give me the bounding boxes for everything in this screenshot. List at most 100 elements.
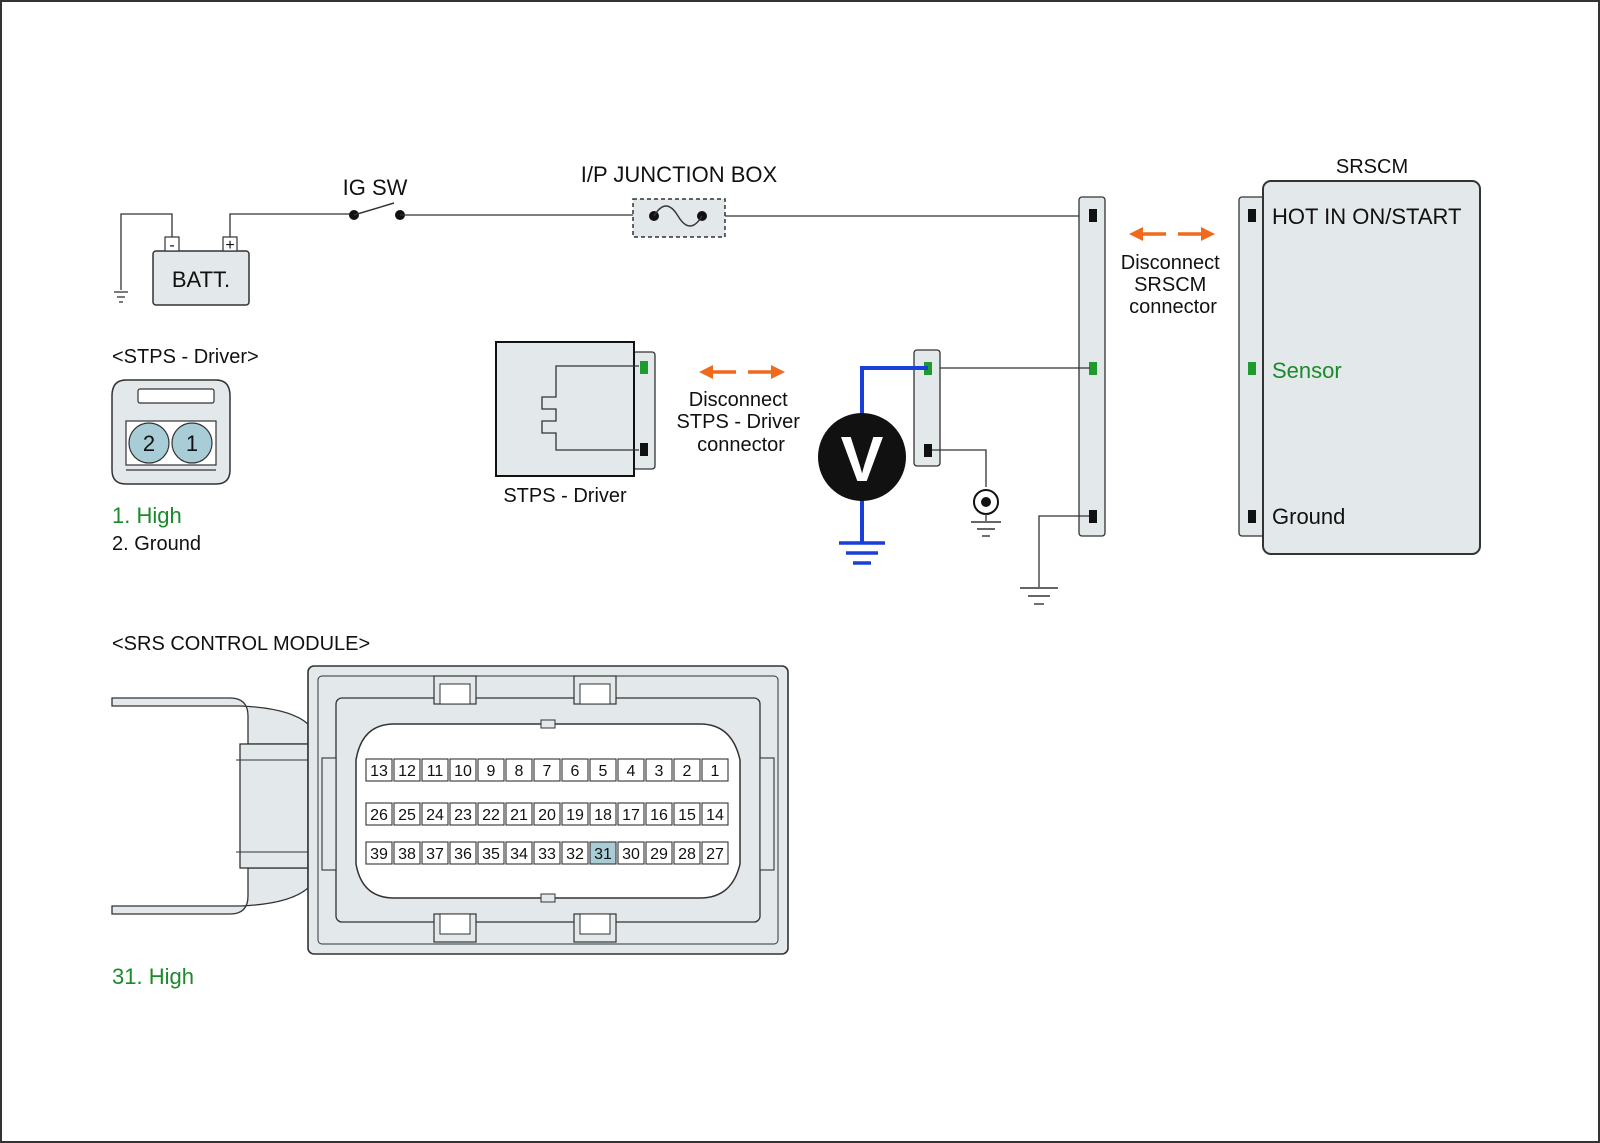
- srs-pin-33: [533, 841, 561, 865]
- disconnect-stps-line-2: STPS - Driver: [677, 411, 801, 433]
- srs-pin-25-label: 25: [398, 807, 416, 824]
- srs-pin-39: [365, 841, 393, 865]
- srs-pin-10-label: 10: [454, 763, 472, 780]
- srs-pin-10: [449, 758, 477, 782]
- srs-pin-15-label: 15: [678, 807, 696, 824]
- srs-pin-28-label: 28: [678, 846, 696, 863]
- srs-pin-7-label: 7: [543, 763, 552, 780]
- battery-positive-wire: [229, 213, 354, 237]
- srs-pin-9-label: 9: [487, 763, 496, 780]
- srs-pin-12: [393, 758, 421, 782]
- srs-pin-26-label: 26: [370, 807, 388, 824]
- stps-driver-label: STPS - Driver: [503, 485, 627, 507]
- srs-pin-29-label: 29: [650, 846, 668, 863]
- srs-module-title: <SRS CONTROL MODULE>: [112, 633, 370, 655]
- srs-pin-9: [477, 758, 505, 782]
- battery-ground-wire: [120, 213, 173, 290]
- srs-pin-2: [673, 758, 701, 782]
- srs-pin-18: [589, 802, 617, 826]
- srs-pin-33-label: 33: [538, 846, 556, 863]
- battery: - + BATT.: [152, 236, 250, 306]
- harness-ground-icon: [1020, 587, 1058, 605]
- srs-pin-20: [533, 802, 561, 826]
- srs-pin-16-label: 16: [650, 807, 668, 824]
- srs-pin-13: [365, 758, 393, 782]
- battery-minus-label: -: [169, 237, 174, 254]
- junction-box: I/P JUNCTION BOX: [581, 162, 778, 238]
- harness-ground-wire: [1038, 515, 1089, 587]
- disconnect-srscm-arrows: [1129, 227, 1215, 241]
- stps-connector-face: 2 1: [111, 379, 231, 485]
- disconnect-stps-line-1: Disconnect: [689, 389, 788, 411]
- stps-legend-ground: 2. Ground: [112, 533, 201, 555]
- srs-pin-25: [393, 802, 421, 826]
- srs-pin-14-label: 14: [706, 807, 724, 824]
- srs-pin-7: [533, 758, 561, 782]
- disconnect-stps-arrows: [699, 365, 785, 379]
- srs-pin-6: [561, 758, 589, 782]
- battery-ground-icon: [114, 291, 128, 303]
- srs-pin-2-label: 2: [683, 763, 692, 780]
- srs-pin-19-label: 19: [566, 807, 584, 824]
- stps-pin-2: [128, 422, 170, 464]
- battery-plus-label: +: [225, 237, 234, 254]
- srs-pin-38: [393, 841, 421, 865]
- srs-pin-16: [645, 802, 673, 826]
- disconnect-stps-label: Disconnect STPS - Driver connector: [677, 389, 806, 456]
- stps-ground-wire: [932, 449, 987, 487]
- srscm-label: SRSCM: [1336, 156, 1408, 178]
- srs-pin-1-label: 1: [711, 763, 720, 780]
- stps-legend-high: 1. High: [112, 503, 182, 528]
- voltmeter: V: [818, 413, 906, 501]
- battery-label: BATT.: [172, 267, 230, 292]
- disconnect-srscm-line-3: connector: [1129, 296, 1217, 318]
- srs-pin-21-label: 21: [510, 807, 528, 824]
- srs-pin-17: [617, 802, 645, 826]
- srs-pin-4: [617, 758, 645, 782]
- srs-pin-34-label: 34: [510, 846, 528, 863]
- srs-legend-high: 31. High: [112, 964, 194, 989]
- srs-pin-35-label: 35: [482, 846, 500, 863]
- srs-pin-37-label: 37: [426, 846, 444, 863]
- chassis-ground-icon: [971, 489, 1001, 537]
- srs-pin-11-label: 11: [427, 763, 444, 780]
- srscm-terminal-sensor: Sensor: [1272, 358, 1342, 383]
- srs-pin-22: [477, 802, 505, 826]
- srs-pin-22-label: 22: [482, 807, 500, 824]
- voltmeter-probe-positive: [860, 366, 928, 414]
- srs-pin-36-label: 36: [454, 846, 472, 863]
- srs-pin-8: [505, 758, 533, 782]
- srs-pin-23-label: 23: [454, 807, 472, 824]
- stps-pin-1-label: 1: [186, 431, 198, 456]
- srs-pin-31-label: 31: [594, 846, 612, 863]
- srs-pin-24: [421, 802, 449, 826]
- ig-sw-label: IG SW: [343, 175, 408, 200]
- srs-pin-21: [505, 802, 533, 826]
- srs-pin-20-label: 20: [538, 807, 556, 824]
- srscm-terminal-hot: HOT IN ON/START: [1272, 204, 1461, 229]
- srs-pin-15: [673, 802, 701, 826]
- srs-pin-3: [645, 758, 673, 782]
- srs-pin-5: [589, 758, 617, 782]
- srs-pin-14: [701, 802, 729, 826]
- srs-pin-28: [673, 841, 701, 865]
- stps-pin-1: [171, 422, 213, 464]
- srs-pin-29: [645, 841, 673, 865]
- srs-pin-26: [365, 802, 393, 826]
- srs-pin-13-label: 13: [370, 763, 388, 780]
- srs-pin-23: [449, 802, 477, 826]
- stps-pin-2-label: 2: [143, 431, 155, 456]
- srs-pin-30: [617, 841, 645, 865]
- srs-pin-37: [421, 841, 449, 865]
- disconnect-stps-line-3: connector: [697, 434, 785, 456]
- srs-pin-30-label: 30: [622, 846, 640, 863]
- srs-pin-32-label: 32: [566, 846, 584, 863]
- disconnect-srscm-line-2: SRSCM: [1134, 274, 1206, 296]
- srs-pin-18-label: 18: [594, 807, 612, 824]
- srs-pin-6-label: 6: [571, 763, 580, 780]
- disconnect-srscm-line-1: Disconnect: [1121, 252, 1220, 274]
- ignition-switch: IG SW: [343, 175, 408, 220]
- srs-pin-8-label: 8: [515, 763, 524, 780]
